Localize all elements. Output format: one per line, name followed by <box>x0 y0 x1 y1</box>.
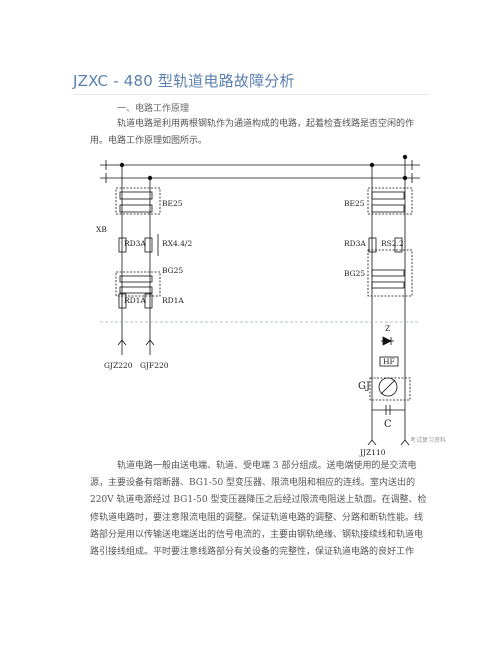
left-rd-top-label: RD3A <box>124 239 146 248</box>
left-rd-bottom-right-label: RD1A <box>162 296 184 305</box>
hf-label: HF <box>383 357 395 366</box>
c-label: C <box>384 419 392 430</box>
left-branch <box>115 165 161 355</box>
gj-label: GJ <box>358 381 370 392</box>
title-divider <box>73 94 429 95</box>
watermark: 考试复习资料 <box>410 436 446 444</box>
paragraph-body: 轨道电路一般由送电端、轨道、受电端 3 部分组成。送电端使用的是交流电源，主要设… <box>90 461 427 558</box>
right-rd-label: RD3A <box>344 239 366 248</box>
jjz-label: JJZ110 <box>359 448 386 457</box>
paragraph-intro: 轨道电路是利用两根钢轨作为通道构成的电路，起着检查线路是否空闲的作用。电路工作原… <box>90 119 415 147</box>
left-rx-label: RX4.4/2 <box>162 239 192 248</box>
top-rails <box>100 154 420 183</box>
z-label: Z <box>385 324 390 333</box>
left-xb-label: XB <box>96 225 107 234</box>
right-bg-label: BG25 <box>344 269 365 278</box>
right-rs-label: RS2.2 <box>381 239 404 248</box>
doc-title: JZXC - 480 型轨道电路故障分析 <box>73 72 295 90</box>
left-bg-label: BG25 <box>162 266 183 275</box>
left-rd-bottom-label: RD1A <box>124 296 146 305</box>
left-be-label: BE25 <box>162 199 183 208</box>
section-heading: 一、电路工作原理 <box>117 104 190 114</box>
right-be-label: BE25 <box>344 199 365 208</box>
gjf-label: GJF220 <box>140 361 169 370</box>
right-branch <box>367 165 413 446</box>
gjz-label: GJZ220 <box>104 361 133 370</box>
